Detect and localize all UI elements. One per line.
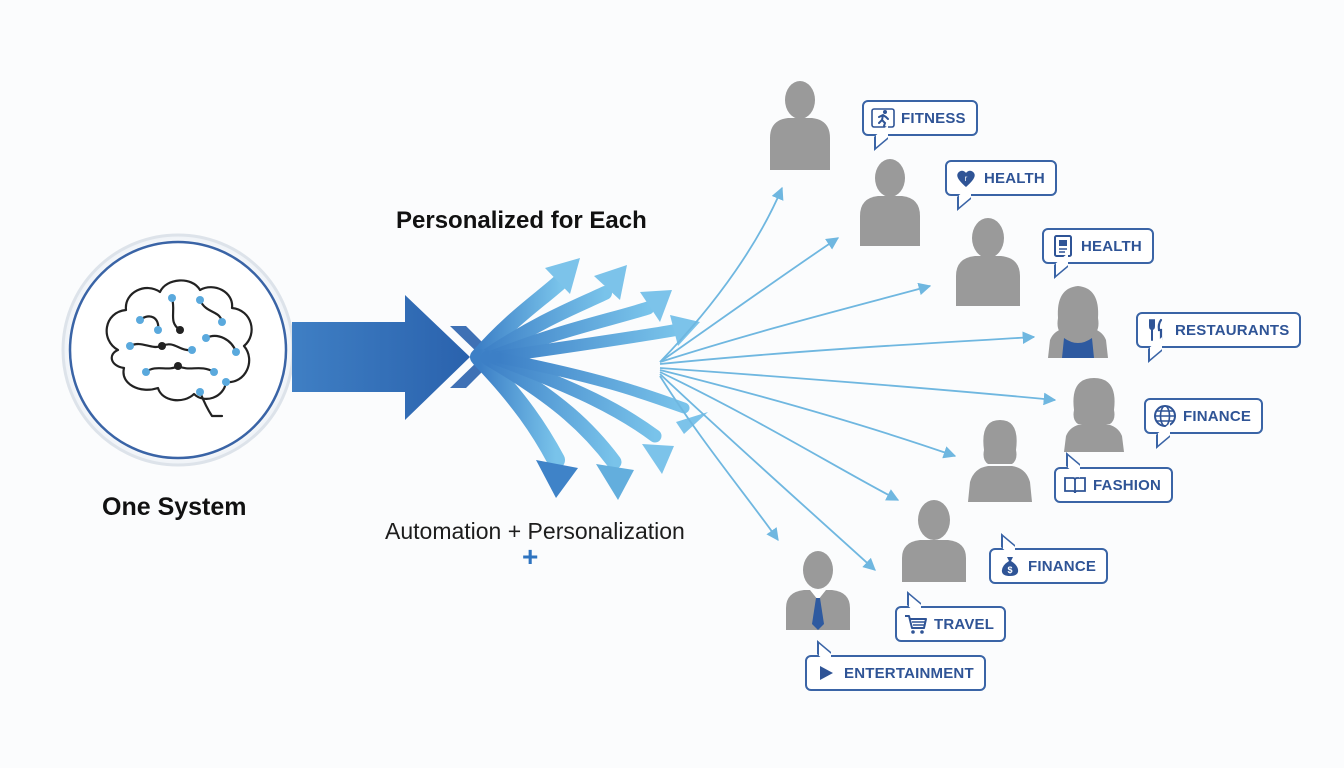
category-bubble-fitness: FITNESS bbox=[862, 100, 978, 136]
person-avatar-5 bbox=[1064, 378, 1124, 452]
person-avatar-3 bbox=[956, 218, 1020, 306]
person-avatar-1 bbox=[770, 81, 830, 170]
play-icon bbox=[820, 666, 833, 680]
runner-icon bbox=[871, 108, 895, 128]
svg-text:r: r bbox=[965, 174, 968, 183]
person-avatar-6 bbox=[968, 420, 1032, 502]
brain-system-circle bbox=[61, 233, 295, 467]
money-bag-icon: $ bbox=[1001, 557, 1019, 576]
category-bubble-health: r HEALTH bbox=[945, 160, 1057, 196]
category-bubble-fashion: FASHION bbox=[1054, 467, 1174, 503]
cart-icon bbox=[905, 615, 927, 634]
fan-arrows bbox=[470, 258, 708, 500]
one-system-label: One System bbox=[102, 493, 247, 521]
fork-knife-icon bbox=[1149, 318, 1163, 342]
plus-sign: + bbox=[522, 541, 539, 572]
medical-book-icon bbox=[1054, 235, 1072, 257]
category-label: HEALTH bbox=[984, 169, 1045, 187]
brain-icon bbox=[105, 279, 253, 418]
category-bubble-health-2: HEALTH bbox=[1042, 228, 1154, 264]
category-label: FITNESS bbox=[901, 109, 966, 127]
category-bubble-restaurants: RESTAURANTS bbox=[1136, 312, 1302, 348]
person-avatar-4 bbox=[1048, 286, 1108, 358]
category-label: FINANCE bbox=[1028, 557, 1097, 575]
svg-text:$: $ bbox=[1007, 565, 1012, 575]
category-label: ENTERTAINMENT bbox=[844, 664, 974, 682]
category-label: TRAVEL bbox=[934, 615, 995, 633]
category-label: FINANCE bbox=[1183, 407, 1252, 425]
heart-icon: r bbox=[957, 170, 975, 187]
category-bubble-travel: TRAVEL bbox=[895, 606, 1007, 642]
main-flow-arrow bbox=[292, 295, 470, 420]
person-avatar-7 bbox=[902, 500, 966, 582]
category-bubble-entertainment: ENTERTAINMENT bbox=[805, 655, 986, 691]
category-label: FASHION bbox=[1093, 476, 1162, 494]
category-bubble-finance: FINANCE bbox=[1144, 398, 1264, 434]
person-avatar-8 bbox=[786, 551, 850, 630]
connection-rays bbox=[659, 186, 1057, 571]
automation-label: Automation + Personalization bbox=[385, 518, 685, 544]
category-label: RESTAURANTS bbox=[1175, 321, 1290, 339]
globe-icon bbox=[1154, 405, 1176, 427]
open-book-icon bbox=[1064, 477, 1086, 494]
category-label: HEALTH bbox=[1081, 237, 1142, 255]
personalized-label: Personalized for Each bbox=[396, 207, 647, 234]
person-avatar-2 bbox=[860, 159, 920, 246]
category-bubble-finance-2: $ FINANCE bbox=[989, 548, 1109, 584]
